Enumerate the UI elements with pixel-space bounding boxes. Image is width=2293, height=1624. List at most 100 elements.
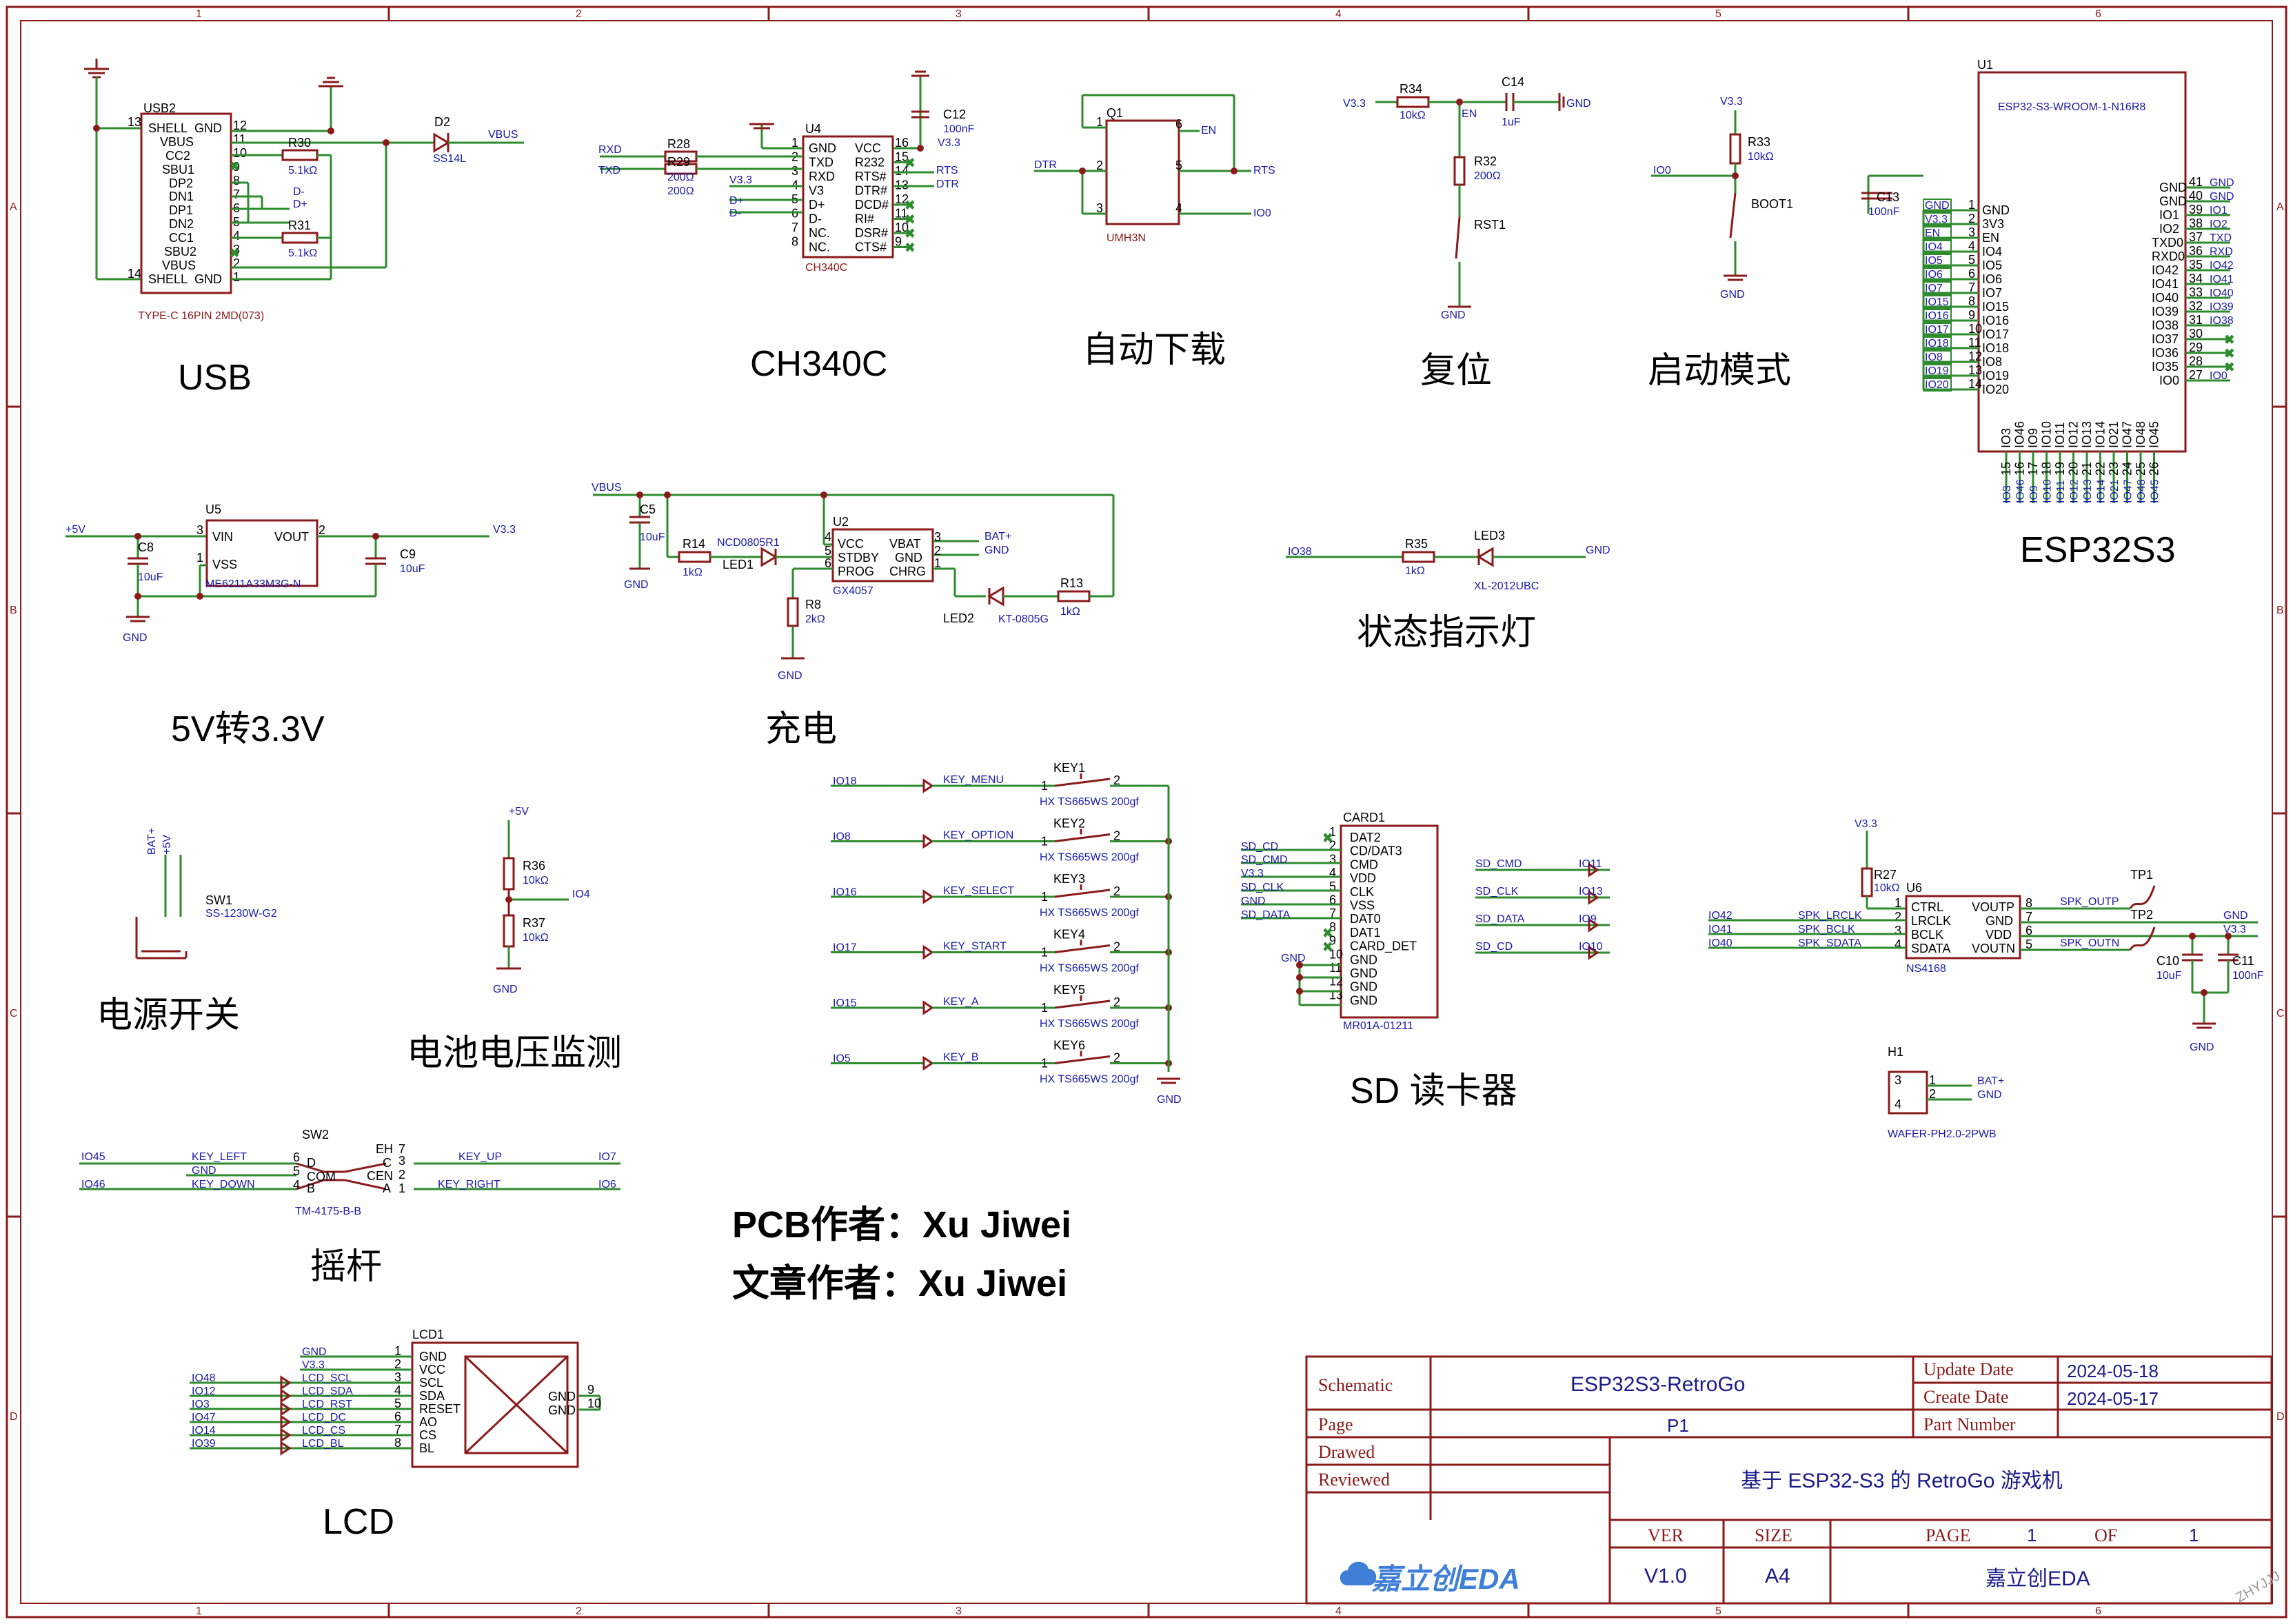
joy-key-left: KEY_LEFT [192,1151,247,1163]
key-pin2: 2 [1113,884,1120,898]
key-net-key_menu: KEY_MENU [943,774,1004,786]
amp-ref: U6 [1906,881,1922,895]
lcd-io-io3: IO3 [192,1399,210,1410]
tb-pg: 1 [2027,1525,2037,1545]
sd-pin-num: 1 [1329,825,1336,839]
key-pin2: 2 [1113,829,1120,843]
ch340-pin-1: GND [809,141,836,155]
sd-net-clk: SD_CLK [1241,882,1284,893]
key-io-io5: IO5 [833,1053,851,1065]
sd-map-io-io11: IO11 [1579,858,1602,870]
ldo-c9: C9 [400,547,416,561]
tb-reviewed: Reviewed [1318,1470,1390,1490]
esp-net-io48: IO48 [2136,479,2148,503]
esp-pin-num: 14 [1968,377,1982,391]
amp-c11v: 100nF [2232,970,2264,982]
key-io-io18: IO18 [833,775,857,787]
esp-pin-num: 32 [2189,299,2203,313]
esp-pin-gnd: GND [1982,203,2010,217]
col-label-6b: 6 [2095,1605,2101,1617]
charge-gnd: GND [624,579,649,591]
amp-bclk: SPK_BCLK [1798,924,1855,935]
key-pin1: 1 [1041,1001,1048,1015]
sd-pin-3: CMD [1350,857,1378,871]
ldo-c9v: 10uF [400,563,425,575]
ch340-net-v33: V3.3 [729,174,752,186]
esp-pin-num: 12 [1968,349,1982,363]
svg-text:GND: GND [548,1390,576,1403]
ch340-net-rxd: RXD [598,144,622,156]
amp-c11: C11 [2232,954,2254,968]
usb-footprint: TYPE-C 16PIN 2MD(073) [138,310,264,322]
sd-map-io-io9: IO9 [1579,913,1597,925]
col-label-3: 3 [956,8,962,20]
reset-en: EN [1462,108,1477,120]
svg-text:DN1: DN1 [169,190,194,203]
lcd-io-io12: IO12 [192,1386,216,1397]
esp-net-io8: IO8 [1925,352,1943,363]
esp-net-io47: IO47 [2123,479,2134,503]
svg-text:12: 12 [233,119,247,132]
watermark: ZHYJJJ [2234,1568,2283,1605]
esp-net-io0: IO0 [2210,370,2228,382]
sd-map-io-io10: IO10 [1579,941,1603,953]
esp-pin-num: 33 [2189,285,2203,299]
svg-text:VSS: VSS [212,558,237,571]
esp-pin-num: 5 [1968,253,1975,267]
esp-pin-io38: IO38 [2152,318,2179,332]
lcd-pin-cs: CS [419,1428,436,1442]
esp-net-io2: IO2 [2210,219,2228,230]
tb-create: 2024-05-17 [2067,1388,2159,1409]
bconn-batp: BAT+ [1977,1075,2004,1087]
key-net-key_start: KEY_START [943,941,1007,953]
svg-text:1: 1 [1895,896,1901,910]
svg-text:4: 4 [825,530,831,544]
charge-c5v: 10uF [640,531,665,543]
svg-text:PROG: PROG [838,565,874,578]
reset-r34: R34 [1400,82,1422,96]
row-label-c: C [10,1008,18,1019]
lcd-io-io14: IO14 [192,1425,216,1437]
svg-text:×: × [231,159,239,173]
col-label-3b: 3 [956,1605,962,1617]
esp-pin-num: 37 [2189,230,2203,244]
key-part: HX TS665WS 200gf [1040,907,1139,919]
svg-text:VOUT: VOUT [274,530,309,544]
esp-pin-io13: IO13 [2080,421,2094,448]
esp-pin-io11: IO11 [2053,422,2067,448]
amp-chip [1905,895,2021,960]
esp-pin-num: 3 [1968,225,1975,239]
svg-text:3: 3 [233,243,240,256]
usb-d2-value: SS14L [433,153,466,165]
lcd-block: LCD1 GND1GNDVCC2V3.3SCL3LCD_SCLIO48SDA4L… [190,1328,601,1542]
jlc-logo-text: 嘉立创EDA [1372,1563,1520,1595]
esp-pin-io1: IO1 [2159,208,2179,222]
esp-net-io5: IO5 [1925,255,1943,267]
nc-mark: × [906,241,914,256]
esp-pin-io0: IO0 [2159,374,2179,387]
esp-pin-gnd: GND [2159,194,2187,208]
svg-text:2: 2 [1096,159,1103,172]
sd-pin-9: CARD_DET [1350,940,1417,954]
esp-pin-num: 15 [1999,462,2013,476]
lcd-pin-num: 1 [394,1344,401,1358]
svg-text:5: 5 [2026,937,2032,951]
status-led-block: IO38 R35 1kΩ LED3 XL-2012UBC GND 状态指示灯 [1286,529,1610,653]
svg-text:SHELL: SHELL [148,272,188,286]
lcd-pin-num: 7 [394,1423,401,1437]
lcd-net-lcd_bl: LCD_BL [302,1438,344,1450]
esp-pin-num: 16 [2013,462,2027,476]
esp-pin-io16: IO16 [1982,314,2009,327]
svg-text:×: × [231,246,239,260]
amp-io42: IO42 [1708,910,1733,922]
ch340-pin-num-12: 12 [895,192,909,206]
sd-map-net-sd_clk: SD_CLK [1475,886,1519,897]
svg-text:10: 10 [233,146,247,160]
esp-pin-num: 40 [2189,189,2203,203]
led-io: IO38 [1288,546,1312,558]
ch340-pin-5: D+ [809,198,825,212]
ch340-pin-num-3: 3 [791,164,798,178]
charge-gnd3: GND [778,670,802,682]
svg-text:6: 6 [825,556,831,570]
sd-pin-4: VDD [1350,871,1376,885]
